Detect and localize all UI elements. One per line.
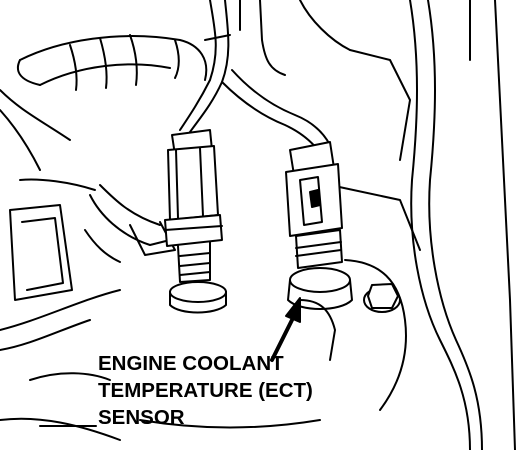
ect-sensor-label: ENGINE COOLANT TEMPERATURE (ECT) SENSOR: [98, 350, 313, 431]
upper-hose: [16, 34, 208, 91]
temperature-gauge-sender: [164, 129, 227, 314]
ect-sensor: [285, 141, 353, 310]
label-line-2: TEMPERATURE (ECT): [98, 379, 313, 402]
lower-hose: [84, 184, 176, 263]
label-line-3: SENSOR: [98, 406, 185, 429]
mounting-bolt: [363, 283, 401, 313]
callout-arrow: [270, 297, 301, 362]
wire-harness: [179, 0, 331, 151]
label-line-1: ENGINE COOLANT: [98, 352, 284, 375]
firewall-panel: [409, 0, 516, 450]
